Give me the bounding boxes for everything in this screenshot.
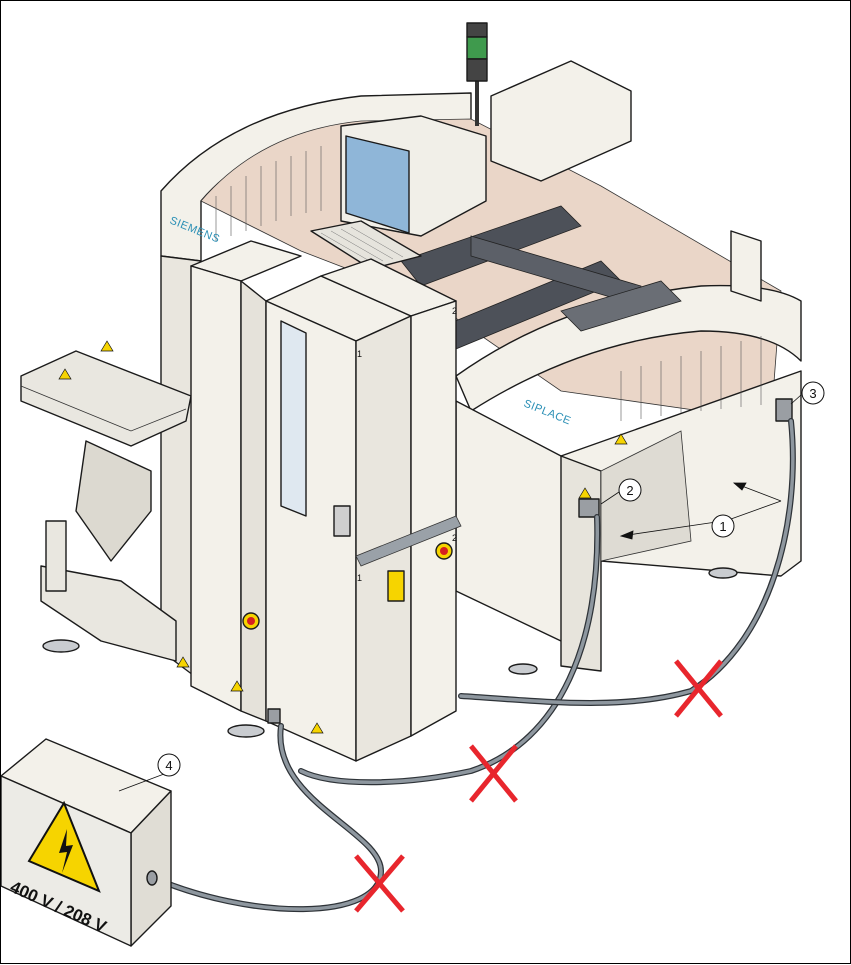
module-number: 2 — [452, 533, 457, 543]
control-cabinet — [191, 241, 461, 761]
svg-text:2: 2 — [626, 483, 633, 498]
module-number: 1 — [357, 573, 362, 583]
cabinet-window — [281, 321, 306, 516]
callout-1: 1 — [712, 515, 734, 537]
module-number: 2 — [452, 306, 457, 316]
svg-text:4: 4 — [165, 758, 172, 773]
module-number: 1 — [357, 349, 362, 359]
svg-text:3: 3 — [809, 386, 816, 401]
top-cover — [491, 61, 631, 181]
disconnect-cross — [471, 746, 516, 801]
door-handle — [334, 506, 350, 536]
callout-2: 2 — [619, 479, 641, 501]
brand-label-right: SIPLACE — [522, 398, 573, 428]
callout-3: 3 — [802, 382, 824, 404]
power-socket-main — [268, 709, 280, 723]
svg-text:1: 1 — [719, 519, 726, 534]
callout-4: 4 — [158, 754, 180, 776]
power-socket-3 — [776, 399, 792, 421]
disconnect-cross — [676, 661, 721, 716]
